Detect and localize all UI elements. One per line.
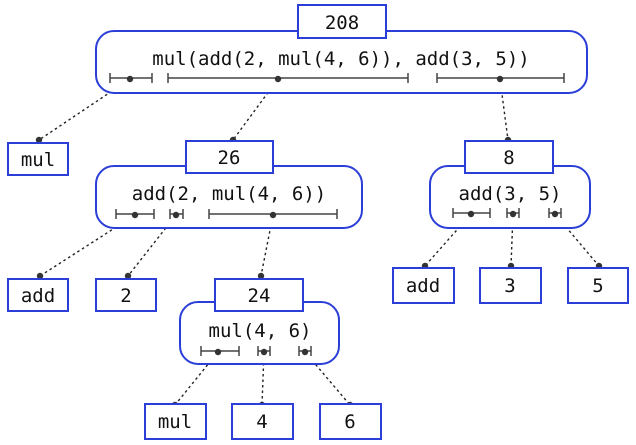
node-leaf-mul-left: mul [7, 136, 69, 176]
node-add-2-mul: 26 add(2, mul(4, 6)) [95, 136, 363, 229]
edge-mul46-to-4 [261, 351, 265, 406]
add35-value: 8 [503, 147, 514, 169]
leaf-5-box [567, 267, 629, 304]
add2mul-operand-rules [115, 209, 338, 219]
root-operand-rules [109, 73, 565, 83]
node-leaf-3: 3 [479, 262, 542, 304]
root-value: 208 [325, 12, 359, 34]
leaf-add-right-box [392, 267, 455, 304]
leaf-mul-bottom-box [144, 403, 207, 440]
add35-value-box [464, 140, 554, 174]
node-leaf-add: add [7, 272, 69, 312]
node-add-3-5: 8 add(3, 5) [429, 136, 591, 229]
node-leaf-4: 4 [231, 401, 294, 440]
node-leaf-5: 5 [567, 262, 629, 304]
leaf-mul-left-text: mul [21, 149, 55, 171]
mul46-value: 24 [248, 285, 271, 307]
leaf-add-right-text: add [406, 275, 440, 297]
mul46-expression: mul(4, 6) [209, 320, 312, 342]
leaf-add-box [7, 278, 69, 312]
leaf-add-text: add [21, 285, 55, 307]
leaf-4-text: 4 [256, 411, 267, 433]
leaf-2-box [95, 278, 157, 312]
leaf-6-text: 6 [344, 411, 355, 433]
leaf-3-box [479, 267, 542, 304]
leaf-mul-left-box [7, 142, 69, 176]
node-mul-4-6: 24 mul(4, 6) [179, 272, 340, 365]
node-leaf-2: 2 [95, 272, 157, 312]
node-leaf-mul-bottom: mul [144, 401, 207, 440]
edge-root-to-add-3-5 [499, 78, 509, 141]
root-expression: mul(add(2, mul(4, 6)), add(3, 5)) [152, 48, 530, 70]
leaf-mul-bottom-text: mul [158, 411, 192, 433]
node-root: 208 mul(add(2, mul(4, 6)), add(3, 5)) [95, 4, 588, 94]
mul46-operand-rules [200, 346, 312, 356]
add35-expression: add(3, 5) [459, 183, 562, 205]
node-leaf-add-right: add [392, 262, 455, 304]
node-leaf-6: 6 [319, 401, 382, 440]
leaf-3-text: 3 [504, 275, 515, 297]
root-value-box [297, 4, 387, 39]
leaf-6-box [319, 403, 382, 440]
add2mul-value: 26 [218, 147, 241, 169]
edge-add2mul-to-mul46 [260, 214, 274, 277]
add2mul-value-box [185, 140, 274, 174]
leaf-5-text: 5 [592, 275, 603, 297]
add35-operand-rules [452, 208, 562, 218]
mul46-value-box [214, 278, 304, 312]
leaf-2-text: 2 [120, 285, 131, 307]
add2mul-expression: add(2, mul(4, 6)) [132, 183, 326, 205]
leaf-4-box [231, 403, 294, 440]
